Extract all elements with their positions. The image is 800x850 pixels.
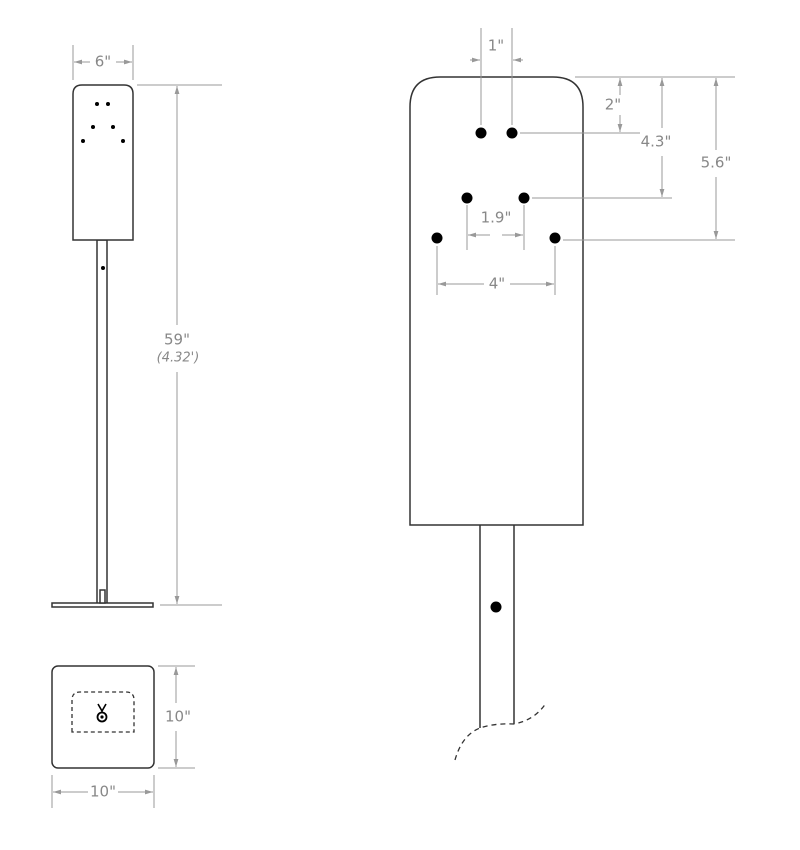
panel-holes <box>81 102 125 270</box>
stand-panel <box>72 84 134 241</box>
bottom-row-spacing-label: 4" <box>489 275 505 293</box>
height-dimension-label: 59" <box>164 331 190 349</box>
base-depth-label: 10" <box>165 708 191 726</box>
width-dimension-label: 6" <box>95 53 111 71</box>
detail-post <box>479 525 515 728</box>
top-row-offset-label: 2" <box>605 96 621 114</box>
detail-view: 1" 2" 4.3" 5.6" 1.9" 4" <box>409 28 735 761</box>
mounting-holes <box>431 127 561 613</box>
base-width-label: 10" <box>90 783 116 801</box>
mount-area-outline <box>71 691 135 733</box>
top-spacing-label: 1" <box>488 37 504 55</box>
bottom-row-offset-label: 5.6" <box>701 154 732 172</box>
detail-panel <box>409 76 584 526</box>
height-feet-label: (4.32') <box>157 351 200 366</box>
base-bracket <box>99 589 106 604</box>
middle-row-spacing-label: 1.9" <box>481 209 512 227</box>
middle-row-offset-label: 4.3" <box>641 133 672 151</box>
base-top-view: 10" 10" <box>51 665 195 808</box>
break-line <box>454 702 547 761</box>
side-view: 6" 59" (4.32') <box>51 45 222 608</box>
stand-post <box>96 239 108 605</box>
anchor-icon <box>96 703 108 723</box>
